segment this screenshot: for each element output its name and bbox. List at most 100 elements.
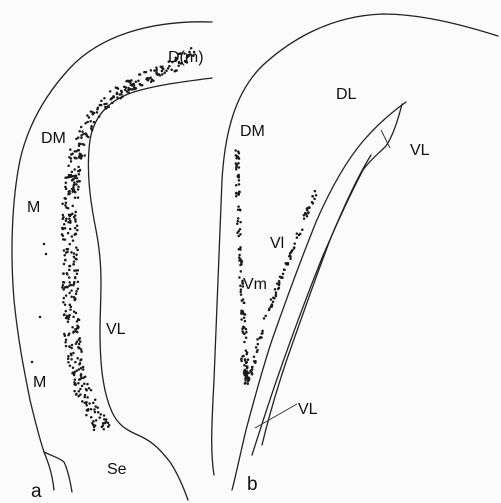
- cell-dot-b-left: [239, 284, 242, 287]
- cell-dot-a-vertical: [77, 281, 80, 284]
- cell-dot-a-top: [155, 69, 158, 72]
- cell-dot-a-vertical: [99, 413, 102, 416]
- cell-dot-a-vertical: [72, 178, 75, 181]
- cell-dot-a-vertical: [94, 411, 97, 414]
- cell-dot-a-vertical: [84, 394, 87, 397]
- cell-dot-b-vertex: [240, 358, 243, 361]
- cell-dot-b-right: [251, 369, 254, 372]
- cell-dot-b-left: [235, 195, 238, 198]
- cell-dot-a-vertical: [67, 232, 70, 235]
- cell-dot-b-right: [264, 315, 267, 318]
- cell-dot-b-right: [289, 257, 292, 260]
- cell-dot-b-right: [255, 346, 258, 349]
- cell-dot-a-vertical: [61, 227, 64, 230]
- cell-dot-a-vertical: [69, 365, 72, 368]
- cell-dot-a-vertical: [63, 249, 66, 252]
- cell-dot-a-top: [111, 102, 114, 105]
- cell-dot-a-top: [87, 136, 90, 139]
- cell-dot-b-right: [293, 242, 296, 245]
- cell-dot-a-vertical: [65, 310, 68, 313]
- cell-dot-b-right: [278, 287, 281, 290]
- cell-dot-a-vertical: [75, 253, 78, 256]
- cell-dot-b-left: [238, 152, 241, 155]
- cell-dot-b-right: [275, 291, 278, 294]
- cell-dot-b-right: [268, 309, 271, 312]
- cell-dot-a-vertical: [103, 418, 106, 421]
- cell-dot-a-vertical: [77, 382, 80, 385]
- cell-dot-a-vertical: [78, 343, 81, 346]
- cell-dot-a-vertical: [71, 188, 74, 191]
- cell-dot-a-top: [161, 70, 164, 73]
- panel-b-letter: b: [247, 474, 258, 495]
- cell-dot-a-top: [98, 115, 101, 118]
- cell-dot-a-top: [165, 70, 168, 73]
- cell-dot-a-vertical: [68, 269, 71, 272]
- cell-dot-b-right: [263, 317, 266, 320]
- cell-dot-a-vertical: [72, 316, 75, 319]
- cell-dot-a-vertical: [78, 390, 81, 393]
- cell-dot-a-top: [153, 69, 156, 72]
- cell-dot-a-vertical: [73, 390, 76, 393]
- cell-dot-b-left: [235, 192, 238, 195]
- panel-a-outer-contour: [12, 22, 212, 490]
- cell-dot-a-top: [93, 121, 96, 124]
- cell-dot-a-vertical: [70, 347, 73, 350]
- cell-dot-b-vertex: [244, 381, 247, 384]
- cell-dot-a-vertical: [78, 155, 81, 158]
- cell-dot-b-right: [257, 343, 260, 346]
- cell-dot-b-vertex: [247, 383, 250, 386]
- cell-dot-a-top: [125, 80, 128, 83]
- cell-dot-b-left: [244, 320, 247, 323]
- cell-dot-b-left: [238, 259, 241, 262]
- cell-dot-b-right: [261, 330, 264, 333]
- cell-dot-a-vertical: [73, 183, 76, 186]
- cell-dot-a-vertical: [95, 419, 98, 422]
- cell-dot-b-left: [234, 149, 237, 152]
- cell-dot-b-right: [256, 349, 259, 352]
- cell-dot-a-top: [91, 129, 94, 132]
- cell-dot-b-right: [296, 236, 299, 239]
- cell-dot-b-right: [258, 337, 261, 340]
- label-b-vl-mid: Vl: [270, 235, 284, 252]
- cell-dot-a-top: [127, 88, 130, 91]
- cell-dot-b-right: [314, 190, 317, 193]
- cell-dot-a-top: [156, 74, 159, 77]
- cell-dot-a-vertical: [64, 259, 67, 262]
- cell-dot-a-vertical: [70, 160, 73, 163]
- cell-dot-a-vertical: [70, 358, 73, 361]
- cell-dot-a-top: [135, 81, 138, 84]
- cell-dot-a-vertical: [65, 345, 68, 348]
- cell-dot-b-left: [237, 156, 240, 159]
- panel-a-letter: a: [31, 481, 42, 502]
- cell-dot-a-vertical: [67, 334, 70, 337]
- cell-dot-a-vertical: [81, 155, 84, 158]
- cell-dot-a-top: [84, 122, 87, 125]
- label-b-vm: Vm: [243, 276, 267, 293]
- cell-dot-a-vertical: [69, 228, 72, 231]
- cell-dot-b-left: [237, 162, 240, 165]
- cell-dot-a-outlier: [31, 361, 34, 364]
- cell-dot-b-left: [235, 164, 238, 167]
- cell-dot-a-vertical: [67, 193, 70, 196]
- cell-dot-a-vertical: [63, 223, 66, 226]
- cell-dot-a-vertical: [102, 422, 105, 425]
- cell-dot-b-left: [240, 270, 243, 273]
- cell-dot-b-left: [240, 288, 243, 291]
- cell-dot-a-vertical: [75, 290, 78, 293]
- cell-dot-a-vertical: [74, 197, 77, 200]
- cell-dot-a-top: [127, 92, 130, 95]
- cell-dot-a-top: [139, 83, 142, 86]
- cell-dot-a-vertical: [78, 149, 81, 152]
- cell-dot-a-vertical: [74, 218, 77, 221]
- cell-dot-b-left: [237, 220, 240, 223]
- cell-dot-a-vertical: [80, 348, 83, 351]
- label-a-m-upper: M: [27, 199, 40, 216]
- cell-dot-b-left: [239, 291, 242, 294]
- cell-dot-b-left: [238, 179, 241, 182]
- cell-dot-b-vertex: [246, 365, 249, 368]
- cell-dot-b-left: [237, 235, 240, 238]
- cell-dot-a-vertical: [62, 238, 64, 241]
- cell-dot-a-vertical: [75, 370, 78, 373]
- panel-a-inner-contour: [88, 78, 212, 500]
